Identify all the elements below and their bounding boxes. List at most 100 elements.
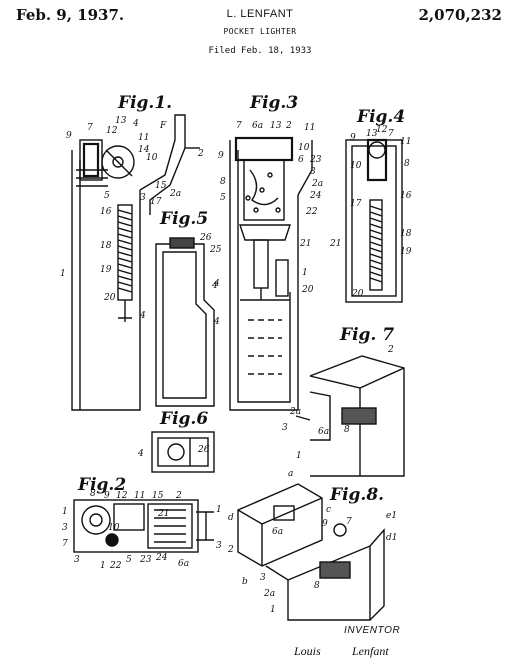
fig1-ref-3: 3: [140, 193, 146, 203]
fig8-ref-d1: d1: [386, 533, 398, 543]
fig1-ref-5: 5: [104, 191, 110, 201]
fig7-ref-1: 1: [296, 451, 302, 461]
fig8-ref-3: 3: [260, 573, 266, 583]
fig4-ref-7: 7: [388, 129, 394, 139]
fig2-ref-10: 10: [108, 523, 120, 533]
fig7-ref-8: 8: [344, 425, 350, 435]
fig3-ref-2: 2: [285, 121, 292, 131]
fig2-ref-1: 1: [62, 507, 68, 517]
fig8-ref-c: c: [326, 505, 331, 515]
fig1-ref-9: 9: [66, 131, 72, 141]
fig8-ref-7: 7: [346, 517, 352, 527]
fig2-ref-11: 11: [134, 491, 145, 501]
fig2-ref-6a: 6a: [178, 559, 189, 569]
fig2-ref-1c: 1: [216, 505, 222, 515]
figure-6: Fig.6 4 26: [137, 409, 215, 473]
inventor-first-name: Louis: [294, 644, 321, 658]
fig3-ref-20: 20: [301, 285, 314, 295]
fig6-ref-26: 26: [197, 445, 210, 455]
fig8-ref-a: a: [288, 469, 293, 479]
patent-number: 2,070,232: [418, 6, 502, 24]
fig3-ref-8: 8: [220, 177, 226, 187]
fig4-ref-16: 16: [400, 191, 412, 201]
fig2-ref-21: 21: [157, 509, 169, 519]
fig8-ref-b: b: [242, 577, 248, 587]
fig4-ref-12: 12: [376, 125, 388, 135]
fig4-ref-21: 21: [329, 239, 341, 249]
fig8-ref-9: 9: [322, 519, 328, 529]
filed-date: Filed Feb. 18, 1933: [208, 46, 312, 56]
figure-4: Fig.4 9 13 12 7 11 10 8 16 17 18 21 19 2…: [329, 107, 412, 303]
fig2-ref-23: 23: [139, 555, 152, 565]
fig1-ref-13: 13: [115, 116, 127, 126]
fig3-ref-11: 11: [304, 123, 315, 133]
fig1-ref-F: F: [159, 121, 167, 131]
fig1-ref-18: 18: [100, 241, 112, 251]
fig3-ref-24: 24: [309, 191, 322, 201]
fig5-ref-4b: 4: [213, 317, 220, 327]
fig2-ref-3c: 3: [216, 541, 222, 551]
fig2-ref-2: 2: [175, 491, 182, 501]
fig1-ref-16: 16: [100, 207, 112, 217]
fig2-ref-15: 15: [152, 491, 164, 501]
fig2-ref-22: 22: [109, 561, 122, 571]
fig7-ref-2a: 2a: [289, 407, 301, 417]
fig3-ref-22: 22: [305, 207, 318, 217]
fig7-ref-3: 3: [282, 423, 288, 433]
fig8-ref-6a: 6a: [272, 527, 283, 537]
fig1-ref-15: 15: [155, 181, 167, 191]
fig3-ref-2a: 2a: [311, 179, 323, 189]
figure-1: Fig.1. 9 7 12 13 4 11 F 2 14 10 15 3: [60, 93, 204, 411]
fig3-ref-10: 10: [298, 143, 310, 153]
figure-3: Fig.3 7 6a 13 2 11 10 9 6 23 8 3 5 2a 24: [209, 93, 323, 411]
fig3-ref-1: 1: [302, 268, 308, 278]
fig2-ref-3: 3: [62, 523, 68, 533]
fig1-ref-10: 10: [146, 153, 158, 163]
fig4-ref-8: 8: [404, 159, 410, 169]
fig1-label: Fig.1.: [117, 93, 172, 113]
fig1-ref-2a: 2a: [169, 189, 181, 199]
fig4-ref-13: 13: [366, 129, 378, 139]
fig3-label: Fig.3: [249, 93, 298, 113]
fig2-ref-8: 8: [90, 489, 96, 499]
fig6-ref-4: 4: [137, 449, 144, 459]
fig2-ref-1b: 1: [100, 561, 106, 571]
fig3-ref-23: 23: [309, 155, 322, 165]
fig1-ref-11: 11: [138, 133, 149, 143]
fig2-ref-5: 5: [126, 555, 132, 565]
fig3-ref-9: 9: [218, 151, 224, 161]
fig1-ref-17: 17: [150, 197, 162, 207]
inventor-caption: INVENTOR: [344, 625, 401, 636]
fig7-ref-6a: 6a: [318, 427, 329, 437]
fig3-ref-5: 5: [220, 193, 226, 203]
fig8-ref-1: 1: [270, 605, 276, 615]
fig8-ref-8: 8: [314, 581, 320, 591]
fig2-ref-12: 12: [116, 491, 128, 501]
fig4-ref-17: 17: [350, 199, 362, 209]
fig1-ref-19: 19: [100, 265, 112, 275]
fig2-ref-24: 24: [155, 553, 168, 563]
fig1-ref-7: 7: [87, 123, 93, 133]
fig3-ref-7: 7: [236, 121, 242, 131]
fig5-ref-26: 26: [199, 233, 212, 243]
figure-2: Fig.2 8 9 12 11 15 2 1 3 7 3 10 21 1 5 2…: [62, 475, 222, 571]
inventor-last-name: Lenfant: [352, 644, 389, 658]
fig3-ref-6: 6: [298, 155, 304, 165]
figure-8: Fig.8. a d 6a c 9 7 e1 d1 2 b 3 2a 8 1: [227, 469, 398, 621]
fig1-ref-14: 14: [138, 145, 150, 155]
fig2-label: Fig.2: [77, 475, 126, 495]
fig8-label: Fig.8.: [329, 485, 384, 505]
fig1-ref-4b: 4: [139, 311, 146, 321]
figure-7: Fig. 7 2 3 2a 6a 8 1: [282, 325, 405, 477]
fig3-ref-3: 3: [310, 167, 316, 177]
fig7-label: Fig. 7: [339, 325, 394, 345]
fig3-ref-13: 13: [270, 121, 282, 131]
fig8-ref-2: 2: [227, 545, 234, 555]
fig7-ref-2: 2: [387, 345, 394, 355]
fig1-ref-4: 4: [132, 119, 139, 129]
fig4-ref-18: 18: [400, 229, 412, 239]
fig2-ref-9: 9: [104, 491, 110, 501]
fig3-ref-21: 21: [299, 239, 311, 249]
fig1-ref-12: 12: [106, 126, 118, 136]
